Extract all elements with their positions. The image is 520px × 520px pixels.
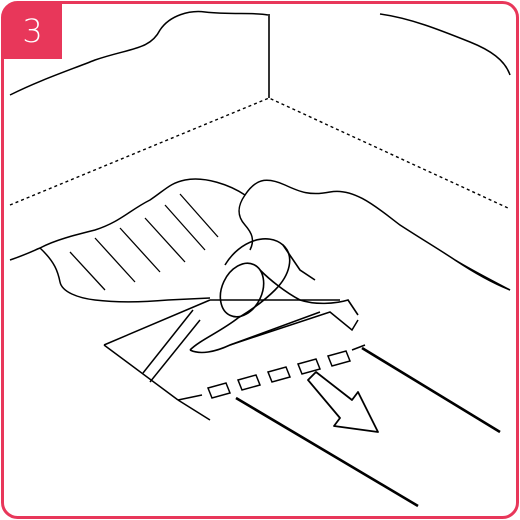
tape-diagonal-stripes <box>143 310 200 382</box>
tape-lower-rail <box>236 398 418 506</box>
tape-upper-rail <box>362 348 500 432</box>
tape-strip-left-edge <box>104 345 178 400</box>
arrow-down-right-icon <box>308 372 378 432</box>
floor-edge-dashed-line <box>10 98 508 208</box>
step-number-badge: 3 <box>3 3 62 59</box>
sheet-hatching <box>70 194 218 290</box>
sheet-lower-edge <box>40 248 210 302</box>
curled-tape-icon <box>190 239 358 353</box>
card-border <box>3 3 518 518</box>
sheet-outline <box>10 179 510 290</box>
top-right-wave-edge <box>380 14 510 75</box>
tape-right-edge <box>230 312 358 345</box>
